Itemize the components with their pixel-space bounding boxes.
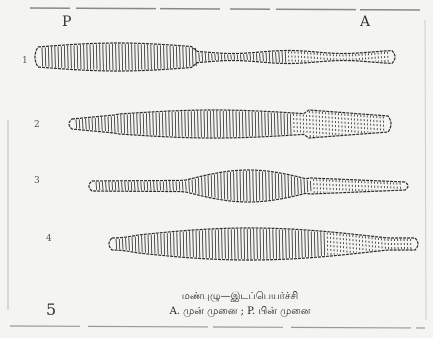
worm-segments-2	[76, 111, 384, 137]
worm-outline-3	[89, 170, 408, 202]
figure-caption-title: மண்புழு—இடப்பெயர்ச்சி	[140, 291, 340, 303]
figure-caption-legend: A. முன் முனை ; P. பின் முனை	[130, 306, 350, 318]
figure-number: 5	[46, 300, 56, 319]
worm-segments-4	[116, 229, 411, 259]
worm-segments-3	[96, 171, 401, 201]
worm-segments-1	[42, 44, 388, 70]
